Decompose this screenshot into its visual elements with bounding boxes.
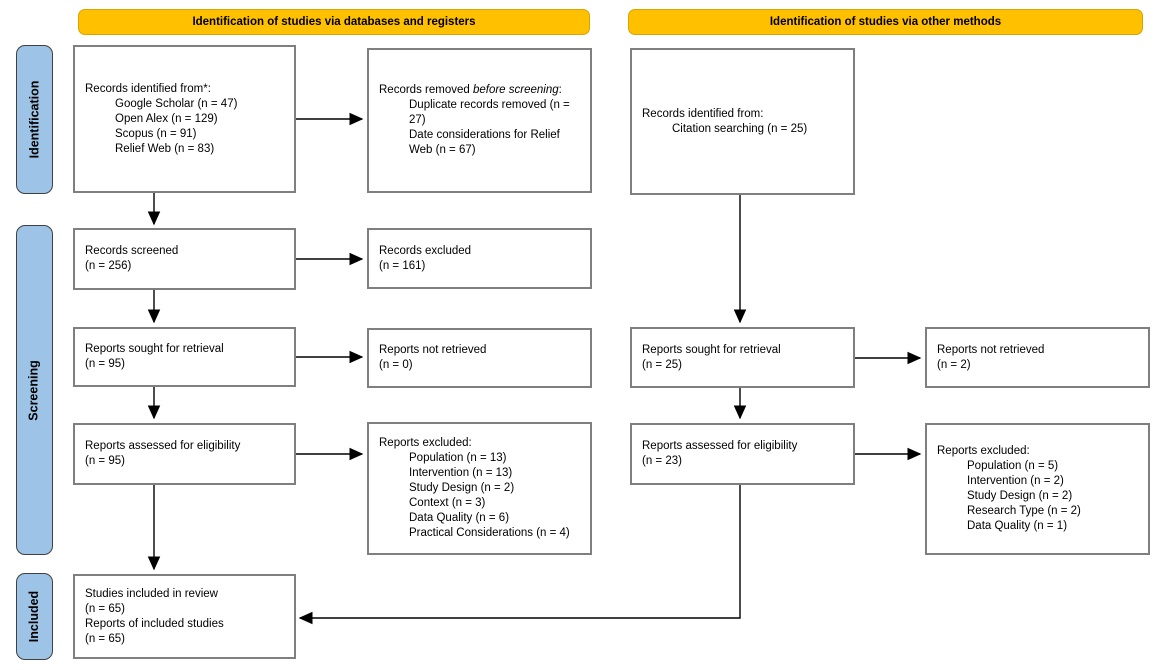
list-item: Intervention (n = 13) [409, 467, 513, 479]
exclusion-list: Population (n = 13) Intervention (n = 13… [409, 451, 582, 541]
box-line: (n = 0) [379, 359, 413, 371]
box-line: Reports sought for retrieval [642, 343, 781, 356]
box-records-identified-databases: Records identified from*: Google Scholar… [73, 45, 296, 193]
box-line: (n = 95) [85, 358, 125, 370]
stage-identification-label: Identification [27, 80, 41, 159]
banner-other-label: Identification of studies via other meth… [769, 15, 1002, 28]
box-reports-assessed-other: Reports assessed for eligibility (n = 23… [630, 423, 855, 485]
title-suffix: : [558, 84, 562, 96]
list-item: Open Alex (n = 129) [115, 112, 218, 125]
banner-other-methods: Identification of studies via other meth… [628, 9, 1143, 35]
box-line: (n = 161) [379, 259, 426, 272]
box-reports-assessed-databases: Reports assessed for eligibility (n = 95… [73, 423, 296, 485]
box-line: Reports sought for retrieval [85, 343, 224, 355]
box-records-identified-other: Records identified from: Citation search… [630, 48, 855, 195]
title-italic-phrase: before screening [472, 84, 559, 96]
box-reports-not-retrieved-other: Reports not retrieved (n = 2) [925, 327, 1150, 388]
list-item: Study Design (n = 2) [409, 482, 515, 494]
list-item: Data Quality (n = 6) [409, 512, 510, 524]
list-item: Population (n = 5) [967, 460, 1059, 472]
box-records-removed: Records removed before screening: Duplic… [367, 48, 592, 193]
exclusion-list: Population (n = 5) Intervention (n = 2) … [967, 459, 1140, 534]
box-studies-included: Studies included in review (n = 65) Repo… [73, 574, 296, 659]
removed-list: Duplicate records removed (n = 27) Date … [409, 98, 582, 158]
list-item: Study Design (n = 2) [967, 490, 1073, 502]
stage-screening: Screening [16, 225, 53, 555]
box-reports-sought-databases: Reports sought for retrieval (n = 95) [73, 327, 296, 387]
list-item: Context (n = 3) [409, 497, 486, 509]
list-item: Scopus (n = 91) [115, 127, 197, 140]
title-prefix: Records removed [379, 84, 473, 96]
box-title: Records removed before screening: [379, 83, 582, 98]
box-reports-not-retrieved-databases: Reports not retrieved (n = 0) [367, 328, 592, 388]
citation-list: Citation searching (n = 25) [672, 122, 845, 137]
stage-included-label: Included [27, 590, 41, 643]
box-reports-excluded-other: Reports excluded: Population (n = 5) Int… [925, 423, 1150, 555]
box-records-excluded: Records excluded (n = 161) [367, 228, 592, 289]
box-title: Records identified from*: [85, 82, 211, 95]
stage-included: Included [16, 573, 53, 660]
list-item: Date considerations for Relief Web (n = … [409, 129, 560, 156]
list-item: Duplicate records removed (n = 27) [409, 99, 570, 126]
box-title: Reports excluded: [379, 437, 472, 449]
box-line: Reports not retrieved [379, 344, 487, 356]
banner-databases-label: Identification of studies via databases … [192, 15, 476, 28]
list-item: Intervention (n = 2) [967, 475, 1064, 487]
box-line: Studies included in review [85, 587, 218, 600]
box-reports-excluded-databases: Reports excluded: Population (n = 13) In… [367, 422, 592, 555]
box-line: (n = 25) [642, 358, 682, 371]
box-line: Reports not retrieved [937, 343, 1045, 356]
list-item: Research Type (n = 2) [967, 505, 1081, 517]
list-item: Google Scholar (n = 47) [115, 97, 238, 110]
list-item: Relief Web (n = 83) [115, 142, 215, 155]
box-line: (n = 65) [85, 632, 125, 645]
list-item: Data Quality (n = 1) [967, 520, 1068, 532]
stage-identification: Identification [16, 45, 53, 194]
box-line: Records excluded [379, 244, 472, 257]
list-item: Practical Considerations (n = 4) [409, 527, 570, 539]
box-reports-sought-other: Reports sought for retrieval (n = 25) [630, 327, 855, 388]
box-line: Reports assessed for eligibility [642, 440, 798, 452]
box-line: Reports assessed for eligibility [85, 440, 241, 452]
source-list: Google Scholar (n = 47) Open Alex (n = 1… [115, 97, 286, 157]
box-line: (n = 2) [937, 358, 971, 371]
stage-screening-label: Screening [27, 359, 41, 421]
list-item: Citation searching (n = 25) [672, 122, 808, 135]
box-title: Records identified from: [642, 107, 764, 120]
list-item: Population (n = 13) [409, 452, 507, 464]
box-records-screened: Records screened (n = 256) [73, 228, 296, 290]
box-line: Records screened [85, 245, 179, 257]
box-title: Reports excluded: [937, 445, 1030, 457]
box-line: (n = 23) [642, 455, 682, 467]
box-line: Reports of included studies [85, 617, 224, 630]
box-line: (n = 65) [85, 602, 125, 615]
banner-databases-registers: Identification of studies via databases … [78, 9, 590, 35]
box-line: (n = 95) [85, 455, 125, 467]
box-line: (n = 256) [85, 260, 132, 272]
